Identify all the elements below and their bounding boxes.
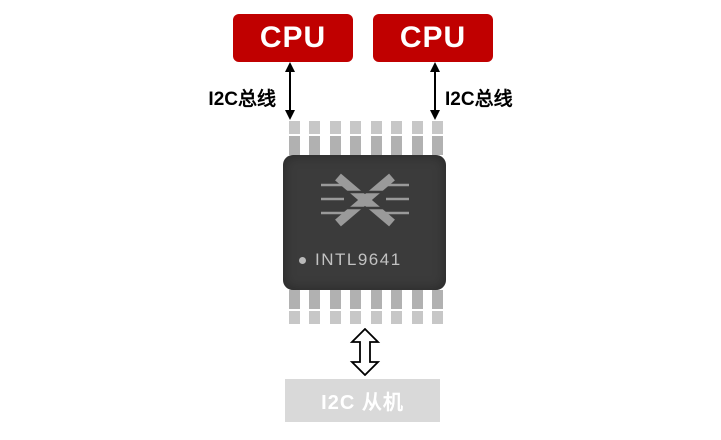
chip-pin — [411, 121, 423, 155]
chip-pins-top — [289, 121, 443, 155]
chip-pin — [391, 290, 403, 324]
chip-pin — [370, 121, 382, 155]
chip-logo-icon — [317, 169, 413, 236]
chip-pin — [370, 290, 382, 324]
bus-label-2: I2C总线 — [445, 89, 513, 110]
chip-intl9641: INTL9641 — [283, 155, 446, 290]
chip-pin — [350, 290, 362, 324]
cpu-box-2: CPU — [373, 14, 493, 62]
chip-pin — [329, 290, 341, 324]
chip-part-number: INTL9641 — [315, 250, 402, 269]
chip-pin — [289, 290, 300, 324]
bus-double-arrow-icon-1 — [284, 62, 296, 125]
cpu-box-1: CPU — [233, 14, 353, 62]
slave-double-arrow-icon — [344, 327, 386, 381]
chip-pin — [431, 121, 443, 155]
bus-label-1: I2C总线 — [208, 89, 276, 110]
chip-pin — [391, 121, 403, 155]
chip-pin — [350, 121, 362, 155]
chip-pins-bottom — [289, 290, 443, 324]
chip-pin — [329, 121, 341, 155]
bus-double-arrow-icon-2 — [429, 62, 441, 125]
chip-label-row: INTL9641 — [299, 250, 402, 270]
pin1-indicator-dot — [299, 256, 306, 264]
chip-pin — [309, 121, 321, 155]
chip-pin — [289, 121, 300, 155]
i2c-slave-box: I2C 从机 — [285, 379, 440, 422]
chip-pin — [309, 290, 321, 324]
chip-pin — [411, 290, 423, 324]
chip-pin — [431, 290, 443, 324]
